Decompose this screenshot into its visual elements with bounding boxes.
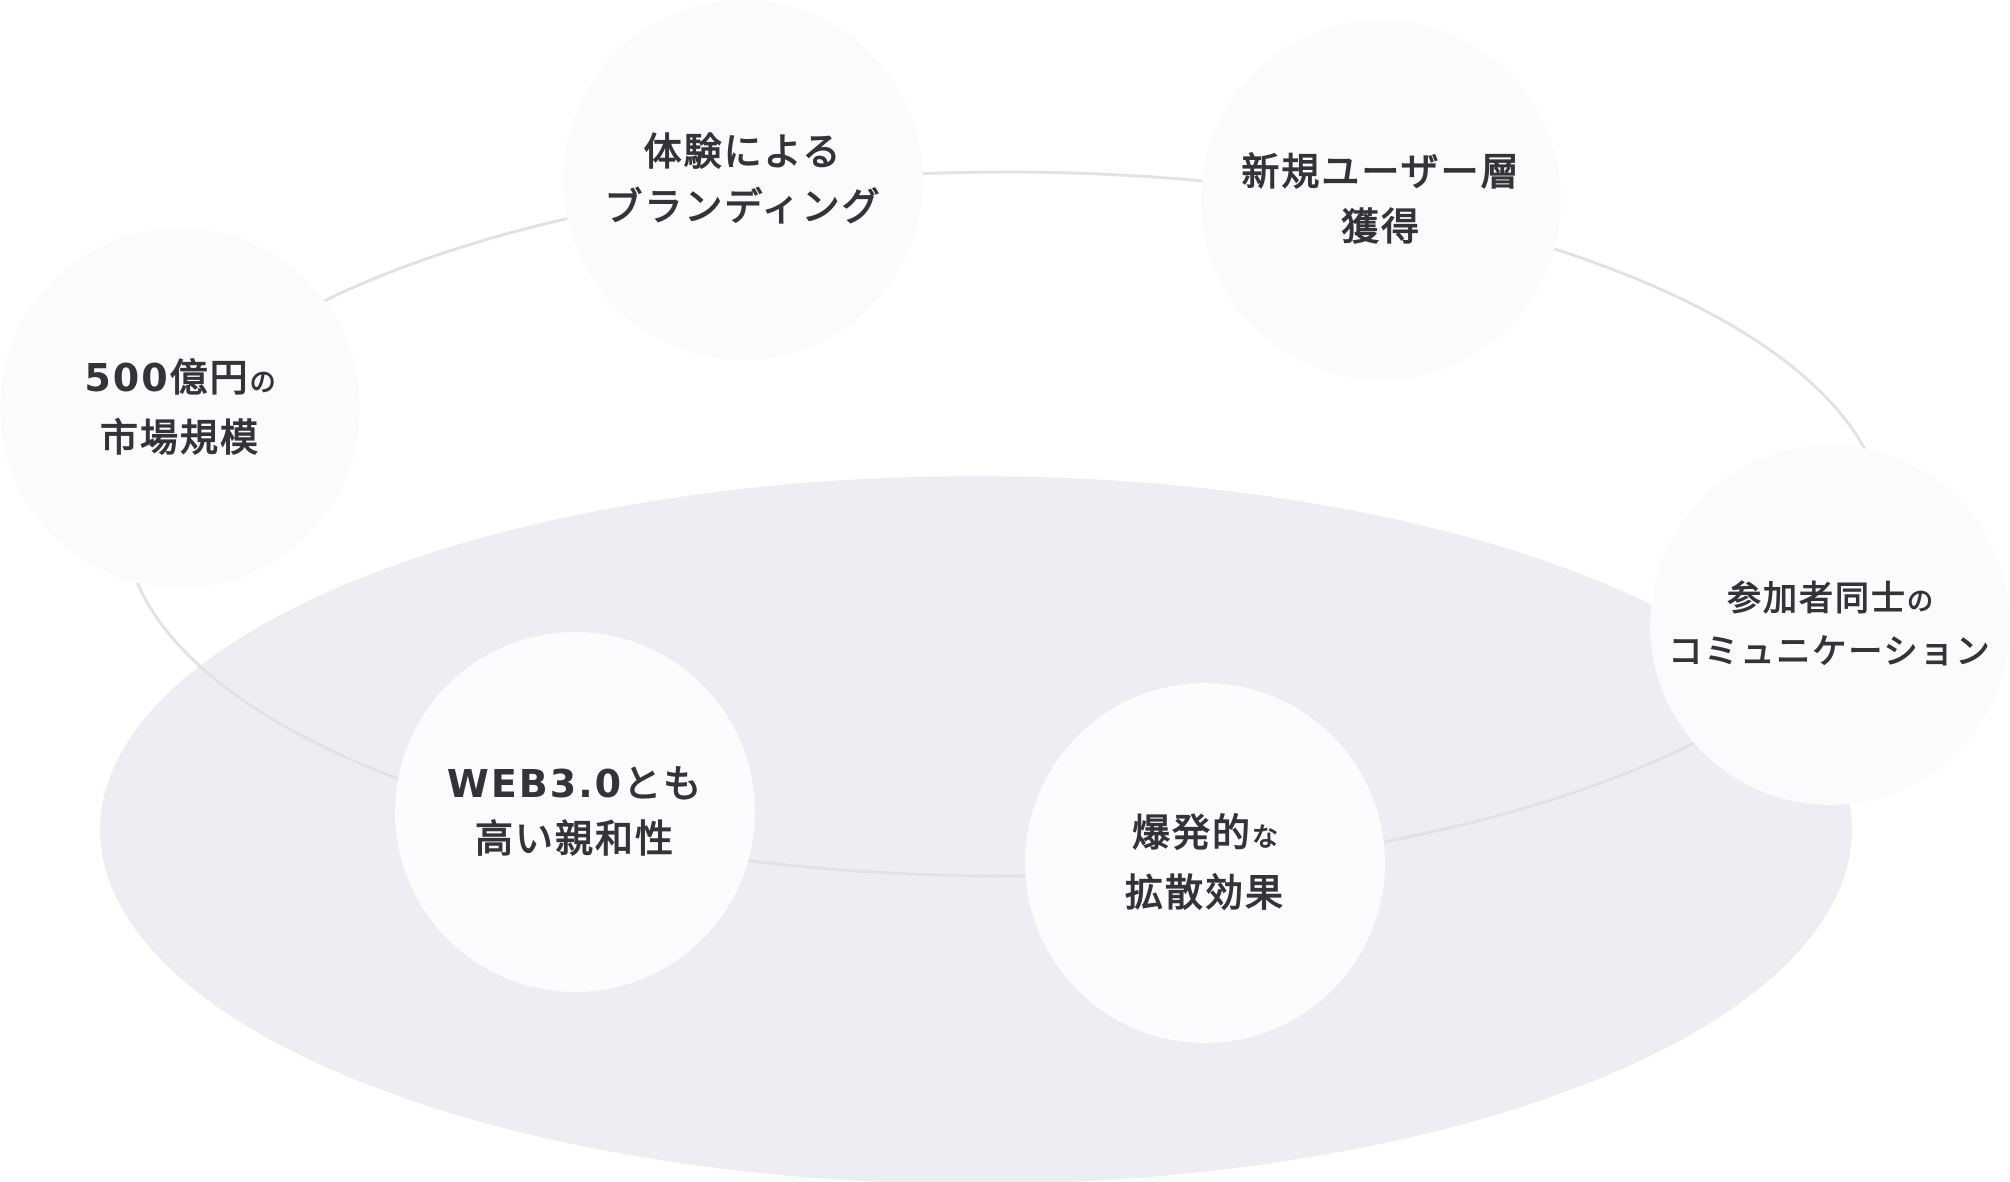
node-particle: の <box>249 367 276 398</box>
node-text: 市場規模 <box>99 415 260 460</box>
node-text: 拡散効果 <box>1124 870 1285 915</box>
node-text: 体験による <box>643 130 843 174</box>
node-text: 500億円 <box>84 355 250 400</box>
node-text: 参加者同士 <box>1726 578 1907 619</box>
node-text: コミュニケーション <box>1668 631 1992 672</box>
node-line: WEB3.0とも <box>447 757 703 812</box>
node-text: 獲得 <box>1340 205 1421 249</box>
node-text: 高い親和性 <box>474 817 675 861</box>
node-participant-communication: 参加者同士の コミュニケーション <box>1650 445 2010 805</box>
node-particle: の <box>1906 586 1933 617</box>
node-line: 新規ユーザー層 <box>1241 145 1520 200</box>
base-ellipse <box>100 476 1852 1182</box>
node-text: 新規ユーザー層 <box>1241 150 1521 194</box>
node-line: 拡散効果 <box>1125 866 1285 921</box>
node-experience-branding: 体験による ブランディング <box>563 0 923 360</box>
node-line: 爆発的な <box>1132 806 1278 866</box>
node-line: コミュニケーション <box>1668 627 1991 677</box>
node-line: 獲得 <box>1341 200 1421 255</box>
node-new-user-acquisition: 新規ユーザー層 獲得 <box>1201 20 1561 380</box>
node-market-size: 500億円の 市場規模 <box>0 228 360 588</box>
node-web3-affinity: WEB3.0とも 高い親和性 <box>395 632 755 992</box>
node-line: 体験による <box>644 125 843 180</box>
node-particle: な <box>1252 822 1279 853</box>
node-line: 500億円の <box>84 351 275 411</box>
node-line: ブランディング <box>604 180 881 235</box>
node-text: WEB3.0とも <box>446 762 704 806</box>
node-line: 参加者同士の <box>1727 574 1933 627</box>
node-line: 市場規模 <box>100 411 260 466</box>
node-viral-spread: 爆発的な 拡散効果 <box>1025 683 1385 1043</box>
node-text: 爆発的 <box>1131 810 1252 855</box>
node-text: ブランディング <box>604 185 882 229</box>
node-line: 高い親和性 <box>475 812 675 867</box>
